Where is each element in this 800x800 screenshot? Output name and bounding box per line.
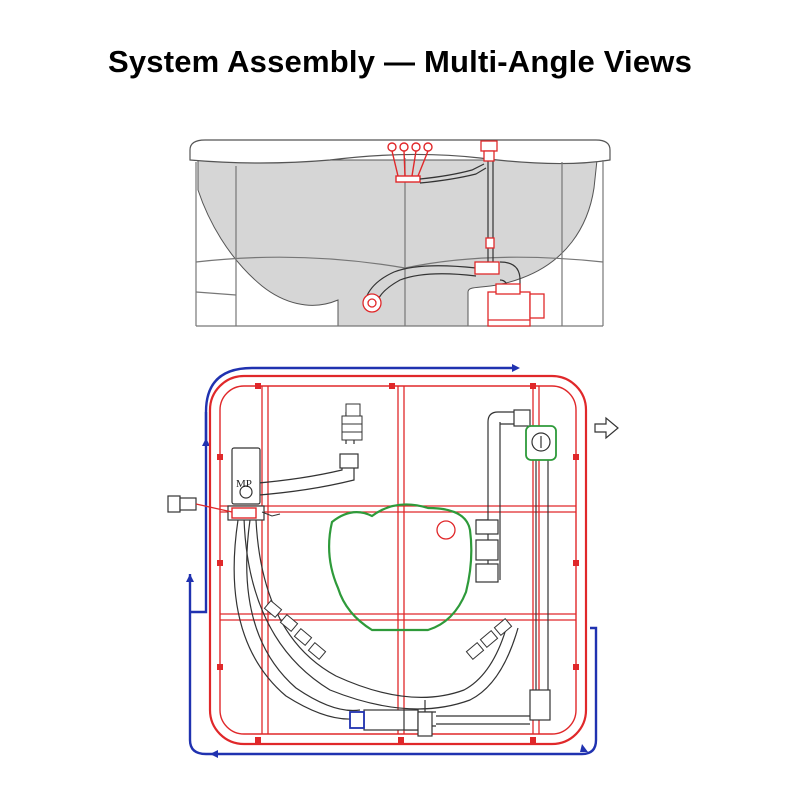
frame-outer <box>208 374 588 746</box>
frame-brackets <box>217 383 579 743</box>
plumbing-lines <box>233 409 551 727</box>
side-elevation-view <box>189 139 611 327</box>
pump-label: MP <box>236 478 252 490</box>
drain-fitting <box>436 520 456 540</box>
suction-fitting <box>362 293 382 313</box>
flow-arrows <box>186 364 588 758</box>
frame-grid <box>220 386 576 734</box>
air-valve <box>474 140 500 275</box>
diagram-title: System Assembly — Multi-Angle Views <box>107 44 693 79</box>
skimmer-canister <box>525 425 557 461</box>
outline-arrow-right-icon <box>594 416 619 440</box>
tub-rim <box>189 139 611 165</box>
perimeter-line <box>188 366 598 756</box>
inline-heater <box>349 700 433 737</box>
jet-fittings <box>263 403 513 661</box>
plan-view: MP <box>167 364 619 758</box>
pump-side <box>487 283 545 327</box>
heater-connector <box>167 495 281 517</box>
pump-motor: MP <box>227 447 265 521</box>
footwell-outline <box>328 503 473 632</box>
frame-uprights <box>195 158 604 327</box>
